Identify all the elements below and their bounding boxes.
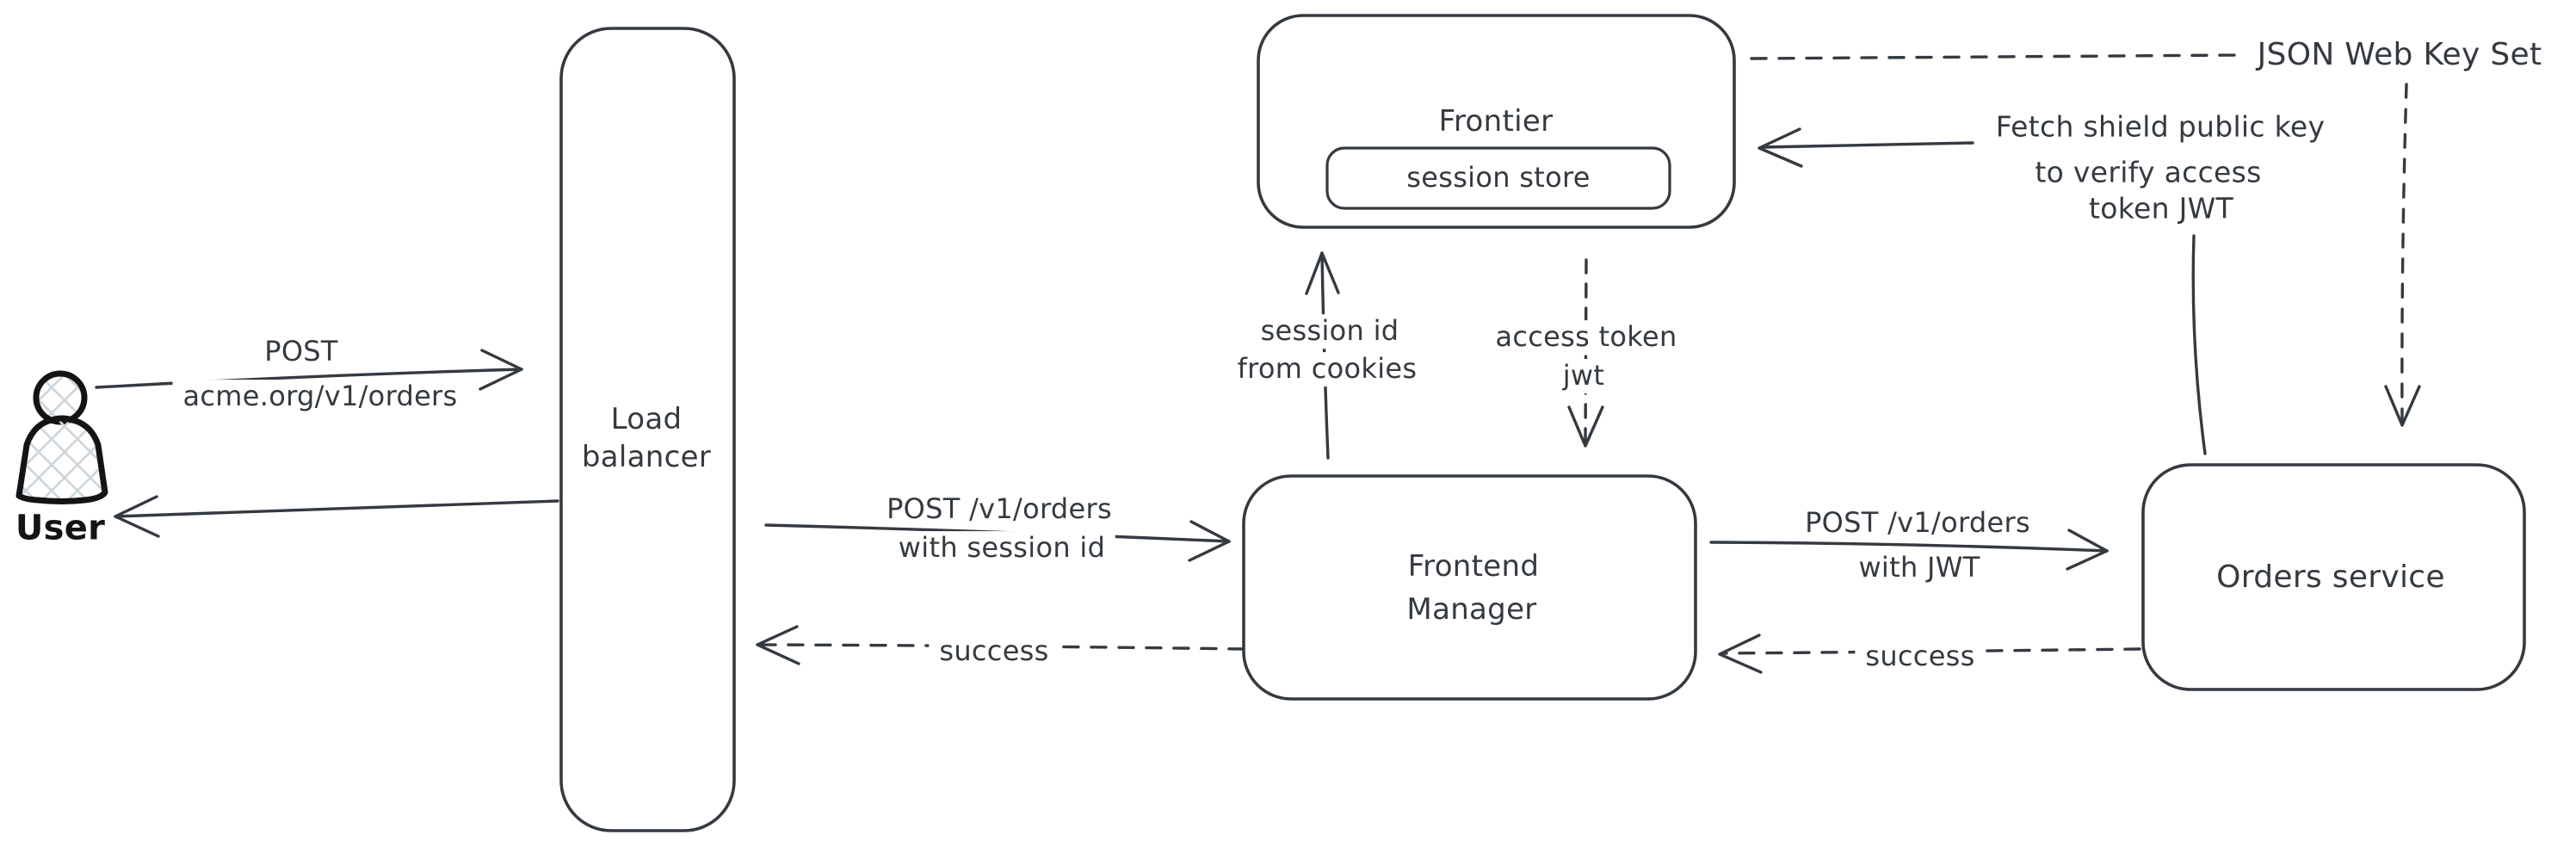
arrow-fm-to-orders: [1709, 529, 2109, 571]
edge-label-fetch-shield-line2: to verify access: [2035, 155, 2262, 189]
edge-label-post-v1-orders-jwt: POST /v1/orders: [1795, 506, 2041, 541]
edge-label-post: POST: [254, 335, 349, 369]
line-jwks-to-frontier: [1750, 53, 2238, 60]
edge-label-with-jwt: with JWT: [1848, 551, 1991, 585]
arrow-frontier-to-fm: [1567, 258, 1604, 448]
arrow-orders-to-fm-success: [1718, 634, 2141, 674]
frontier-label: Frontier: [1438, 103, 1554, 139]
edge-label-acme-url: acme.org/v1/orders: [172, 380, 468, 414]
orders-service-box: [2141, 463, 2526, 691]
edge-label-fetch-shield-line1: Fetch shield public key: [1995, 109, 2326, 144]
frontend-manager-box: [1242, 474, 1697, 701]
arrow-orders-to-frontier: [1757, 127, 2207, 455]
edge-label-post-v1-orders: POST /v1/orders: [876, 492, 1122, 527]
load-balancer-box: [559, 27, 736, 832]
frontend-manager-label-line2: Manager: [1406, 591, 1537, 627]
edge-label-fetch-shield-line3: token JWT: [2089, 191, 2233, 226]
arrow-user-to-lb: [95, 349, 523, 391]
arrow-fm-to-lb-success: [756, 625, 1245, 665]
session-store-box: [1325, 146, 1671, 210]
user-label: User: [15, 508, 106, 548]
orders-service-label: Orders service: [2216, 559, 2445, 595]
load-balancer-label-line2: balancer: [581, 439, 712, 474]
arrow-lb-to-user: [114, 495, 559, 538]
edge-label-json-web-key-set: JSON Web Key Set: [2257, 36, 2542, 72]
edge-label-with-session-id: with session id: [887, 531, 1116, 566]
edge-label-success-right: success: [1855, 640, 1986, 674]
edge-label-success-left: success: [929, 634, 1059, 669]
user-icon: [15, 370, 108, 504]
edge-label-from-cookies: from cookies: [1226, 352, 1428, 386]
edge-label-access-token: access token: [1485, 320, 1688, 355]
load-balancer-label-line1: Load: [610, 401, 683, 436]
frontier-box: [1257, 14, 1736, 229]
session-store-label: session store: [1406, 161, 1591, 195]
frontend-manager-label-line1: Frontend: [1407, 548, 1540, 584]
edge-label-session-id: session id: [1250, 314, 1410, 349]
edge-label-jwt: jwt: [1552, 359, 1615, 393]
arrow-jwks-to-orders: [2384, 83, 2421, 427]
